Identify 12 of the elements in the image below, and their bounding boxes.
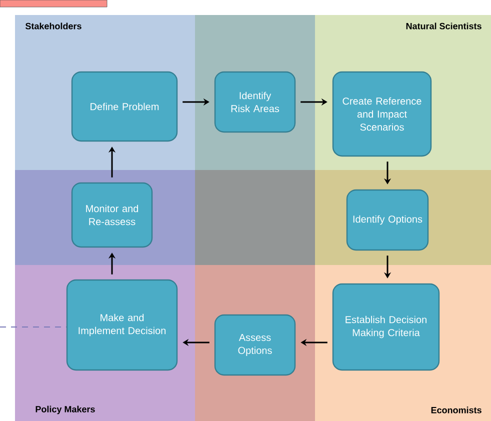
process-box: Define Problem xyxy=(71,71,178,142)
quadrant-label: Natural Scientists xyxy=(406,22,482,30)
quadrant-label: Economists xyxy=(431,406,482,414)
process-box: Establish Decision Making Criteria xyxy=(332,283,440,371)
quadrant-label: Stakeholders xyxy=(25,22,82,30)
process-box: Identify Options xyxy=(346,189,429,251)
process-box: Assess Options xyxy=(214,314,296,376)
process-box: Create Reference and Impact Scenarios xyxy=(332,71,432,157)
quadrant-label: Policy Makers xyxy=(36,406,95,414)
process-box: Make and Implement Decision xyxy=(66,279,178,371)
process-box: Identify Risk Areas xyxy=(214,71,296,133)
process-box: Monitor and Re-assess xyxy=(71,182,153,248)
